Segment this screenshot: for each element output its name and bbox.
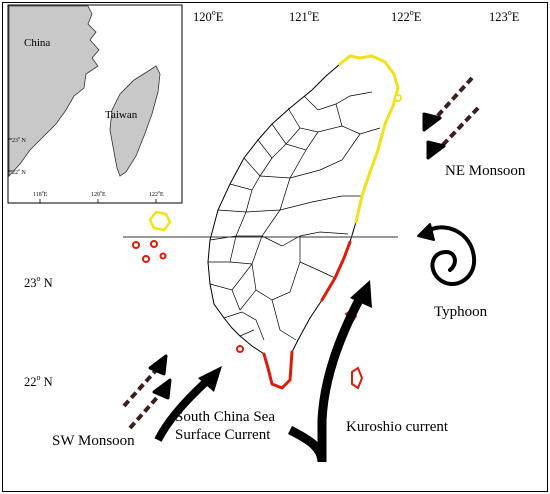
lon-label-120: 120oE (193, 8, 224, 24)
lat-label-23: 23o N (24, 274, 53, 290)
island-orchid (351, 366, 364, 390)
south-coast-highlight (262, 350, 294, 390)
lon-label-121: 121oE (289, 8, 320, 24)
southeast-coast-highlight (320, 240, 352, 302)
sw-monsoon-label: SW Monsoon (52, 433, 135, 449)
inset-china-label: China (24, 37, 51, 49)
ne-monsoon-label: NE Monsoon (445, 163, 526, 179)
scs-current-label-line1: South China Sea (175, 409, 275, 425)
islet-3 (142, 255, 150, 263)
island-penghu (148, 210, 172, 232)
islet-1 (132, 241, 140, 249)
inset-lat-23: 23o N (12, 135, 26, 145)
inset-lon-118: 118oE (33, 189, 48, 199)
scs-current-label-line2: Surface Current (175, 427, 271, 443)
inset-lon-120: 120oE (91, 189, 106, 199)
south-china-sea-current-arrow (154, 366, 222, 442)
kuroshio-current-label: Kuroshio current (346, 419, 449, 435)
inset-taiwan-island (109, 65, 161, 177)
islet-5 (236, 345, 244, 353)
typhoon-label: Typhoon (434, 304, 488, 320)
lon-label-123: 123oE (489, 8, 520, 24)
islet-2 (150, 240, 158, 248)
lon-label-122: 122oE (391, 8, 422, 24)
inset-taiwan-label: Taiwan (105, 109, 138, 121)
typhoon-spiral (417, 223, 477, 286)
north-coast-highlight (338, 54, 400, 224)
sw-monsoon-arrows (122, 354, 172, 430)
inset-map (7, 4, 183, 204)
inset-lat-22: 22o N (12, 167, 26, 177)
kuroshio-current-arrow (287, 280, 372, 463)
coastline-highlights (262, 54, 400, 390)
inset-lon-122: 122oE (149, 189, 164, 199)
lat-label-22: 22o N (24, 373, 53, 389)
ne-monsoon-arrows (422, 76, 480, 160)
island-keelung (394, 94, 402, 102)
inset-china-landmass (8, 5, 100, 178)
taiwan-map (207, 55, 399, 389)
islet-4 (159, 252, 167, 260)
county-boundaries (208, 91, 381, 341)
taiwan-outline (207, 55, 399, 389)
